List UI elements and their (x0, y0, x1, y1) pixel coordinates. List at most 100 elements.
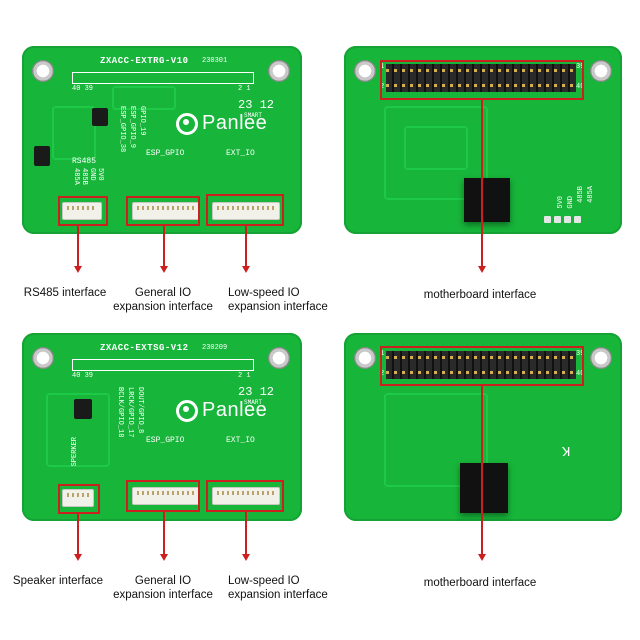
pin-header-outline (72, 72, 254, 84)
rs485-highlight (58, 196, 108, 226)
arrow-lowspeed-bot (245, 512, 247, 556)
mount-hole (354, 347, 376, 369)
pin-label-39: 39 (576, 350, 585, 358)
logo-number: 23 12 (238, 385, 275, 399)
mount-hole (32, 347, 54, 369)
ic-chip (74, 399, 92, 419)
caption-lowspeed-top: Low-speed IO expansion interface (228, 286, 344, 314)
panlee-logo: Panlee (176, 112, 267, 135)
arrow-head-icon (242, 554, 250, 561)
port-pin-label: GND (88, 168, 96, 181)
motherboard-highlight-top (380, 60, 584, 100)
pin-label-39: 39 (576, 63, 585, 71)
caption-motherboard-bot: motherboard interface (423, 577, 537, 589)
caption-line: expansion interface (113, 589, 213, 601)
pcb-extrg-back: 1 2 39 40 485A 485B GND 5V0 (344, 46, 622, 234)
logo-word: Panlee (202, 112, 268, 134)
arrow-head-icon (242, 266, 250, 273)
esp-gpio-title: ESP_GPIO (146, 149, 185, 158)
pcb-extrg-front: ZXACC-EXTRG-V10 230301 40 39 2 1 ESP_GPI… (22, 46, 302, 234)
ext-io-title: EXT_IO (226, 149, 255, 158)
port-pin-label: 485A (72, 168, 80, 185)
caption-lowspeed-bot: Low-speed IO expansion interface (228, 574, 344, 602)
board-name: ZXACC-EXTRG-V10 (100, 56, 189, 66)
pin-label-right: 2 1 (238, 372, 251, 380)
ic-chip (92, 108, 108, 126)
socket-block (464, 178, 510, 222)
mount-hole (590, 347, 612, 369)
pin-label-left: 40 39 (72, 372, 94, 380)
speaker-connector (62, 489, 94, 507)
caption-line: expansion interface (228, 589, 328, 601)
pin-label-2: 2 (380, 83, 385, 91)
pin-label-1: 1 (380, 63, 385, 71)
arrow-head-icon (160, 266, 168, 273)
rs485-connector (62, 202, 102, 220)
arrow-rs485 (77, 226, 79, 268)
ext-io-connector (212, 487, 280, 505)
pin-label-1: 1 (380, 350, 385, 358)
solder-pad (564, 216, 571, 223)
arrow-head-icon (160, 554, 168, 561)
speaker-highlight (58, 484, 100, 514)
diode (34, 146, 50, 166)
pin-label-40: 40 (576, 370, 585, 378)
arrow-lowspeed-top (245, 226, 247, 268)
motherboard-highlight-bot (380, 346, 584, 386)
gpio-vertical-label: GPIO_19 (138, 106, 146, 136)
gpio-vertical-label: ESP_GPIO_38 (118, 106, 126, 153)
caption-speaker: Speaker interface (12, 575, 104, 587)
solder-pad (554, 216, 561, 223)
esp-gpio-connector (132, 487, 200, 505)
general-io-highlight-top (126, 196, 200, 226)
caption-line: Low-speed IO (228, 287, 300, 299)
gpio-vertical-label: BCLK/GPIO_18 (116, 387, 124, 438)
ext-io-title: EXT_IO (226, 436, 255, 445)
pin-label-right: 2 1 (238, 85, 251, 93)
gpio-vertical-label: DOUT/GPIO_8 (136, 387, 144, 434)
caption-line: Low-speed IO (228, 575, 300, 587)
panlee-logo: Panlee (176, 399, 267, 422)
board-date-code: 230209 (202, 344, 228, 352)
pin-label-2: 2 (380, 370, 385, 378)
panlee-logo-icon (176, 112, 198, 135)
lowspeed-io-highlight-top (206, 194, 284, 226)
caption-line: expansion interface (113, 301, 213, 313)
mount-hole (32, 60, 54, 82)
gpio-vertical-label: ESP_GPIO_9 (128, 106, 136, 149)
arrow-head-icon (478, 266, 486, 273)
arrow-head-icon (478, 554, 486, 561)
pcb-extsg-front: ZXACC-EXTSG-V12 230209 40 39 2 1 BCLK/GP… (22, 333, 302, 521)
arrow-motherboard-top (481, 100, 483, 268)
caption-line: General IO (134, 287, 192, 299)
pad-label: 485A (587, 186, 595, 203)
silk-mark: K (562, 442, 571, 458)
arrow-head-icon (74, 266, 82, 273)
port-pin-label: 485B (80, 168, 88, 185)
port-label: RS485 (72, 157, 97, 166)
caption-general-io-top: General IO expansion interface (100, 286, 226, 314)
mount-hole (354, 60, 376, 82)
pcb-extsg-back: 1 2 39 40 K (344, 333, 622, 521)
arrow-head-icon (74, 554, 82, 561)
caption-general-io-bot: General IO expansion interface (100, 574, 226, 602)
solder-pad (574, 216, 581, 223)
port-label: SPERKER (71, 437, 79, 467)
arrow-general-io-bot (163, 512, 165, 556)
pad-label: 5V0 (557, 196, 565, 209)
mount-hole (268, 60, 290, 82)
pin-header-outline (72, 359, 254, 371)
arrow-general-io-top (163, 226, 165, 268)
logo-word: Panlee (202, 399, 268, 421)
port-pin-label: 5V0 (96, 168, 104, 181)
logo-smart: SMART (244, 112, 263, 119)
arrow-motherboard-bot (481, 386, 483, 556)
general-io-highlight-bot (126, 480, 200, 512)
gpio-vertical-label: LRCK/GPIO_17 (126, 387, 134, 438)
mount-hole (268, 347, 290, 369)
lowspeed-io-highlight-bot (206, 480, 284, 512)
caption-motherboard-top: motherboard interface (423, 289, 537, 301)
pad-label: 485B (577, 186, 585, 203)
mount-hole (590, 60, 612, 82)
